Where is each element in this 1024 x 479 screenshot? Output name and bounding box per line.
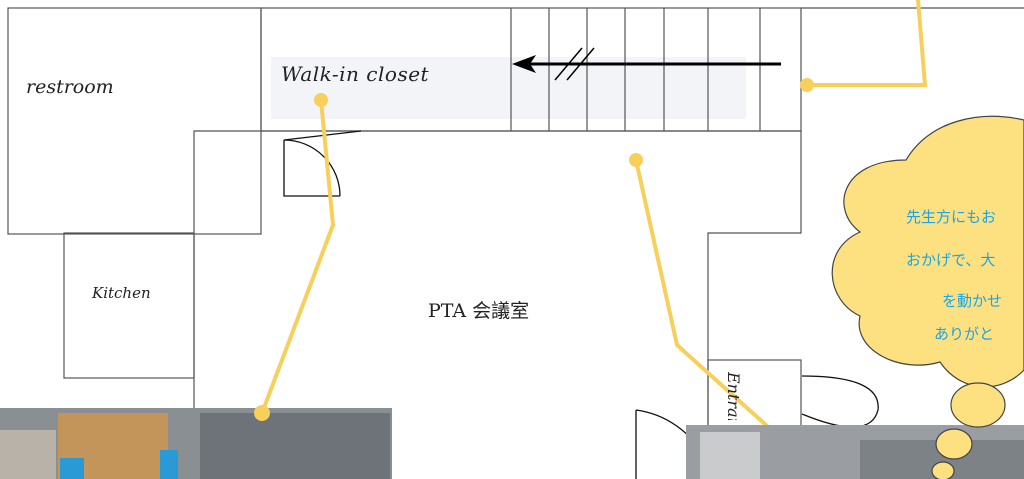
bubble-line-2: おかげで、大 [906,251,996,269]
label-restroom: restroom [26,76,114,98]
photo-closet [0,408,392,479]
label-kitchen: Kitchen [92,284,151,302]
break-mark-1 [554,47,583,81]
label-entrance: Entrance [724,372,743,420]
callout-dot-photo [254,405,270,421]
callout-line-top [805,0,928,87]
closet-shaded-area [271,57,746,119]
photo-entrance [686,425,1024,479]
bubble-line-1: 先生方にもお [906,208,997,226]
bubble-line-4: ありがと [934,325,995,343]
bubble-line-3: を動かせ [942,292,1003,310]
callout-dot-room [629,153,643,167]
callout-dot-stairs [800,78,814,92]
door-closet-frame [283,140,340,197]
callout-line-closet [260,98,336,415]
kitchen-outline [63,232,195,379]
thought-bubble-tail-large [950,382,1006,428]
restroom-outline [7,7,262,235]
break-mark-2 [566,47,595,81]
meeting-room-outline [193,130,802,479]
thought-bubble-tail-medium [935,428,973,460]
door-closet-swing [283,139,341,197]
entrance-outline [707,359,802,479]
label-meeting-room: PTA 会議室 [428,300,530,322]
thought-bubble [831,115,1024,388]
thought-bubble-tail-small [931,461,955,479]
door-entrance-right [801,375,879,428]
arrow-head [512,55,536,73]
label-walk-in-closet: Walk-in closet [281,62,430,86]
callout-dot-closet [314,93,328,107]
closet-shelf-lines [510,8,761,131]
